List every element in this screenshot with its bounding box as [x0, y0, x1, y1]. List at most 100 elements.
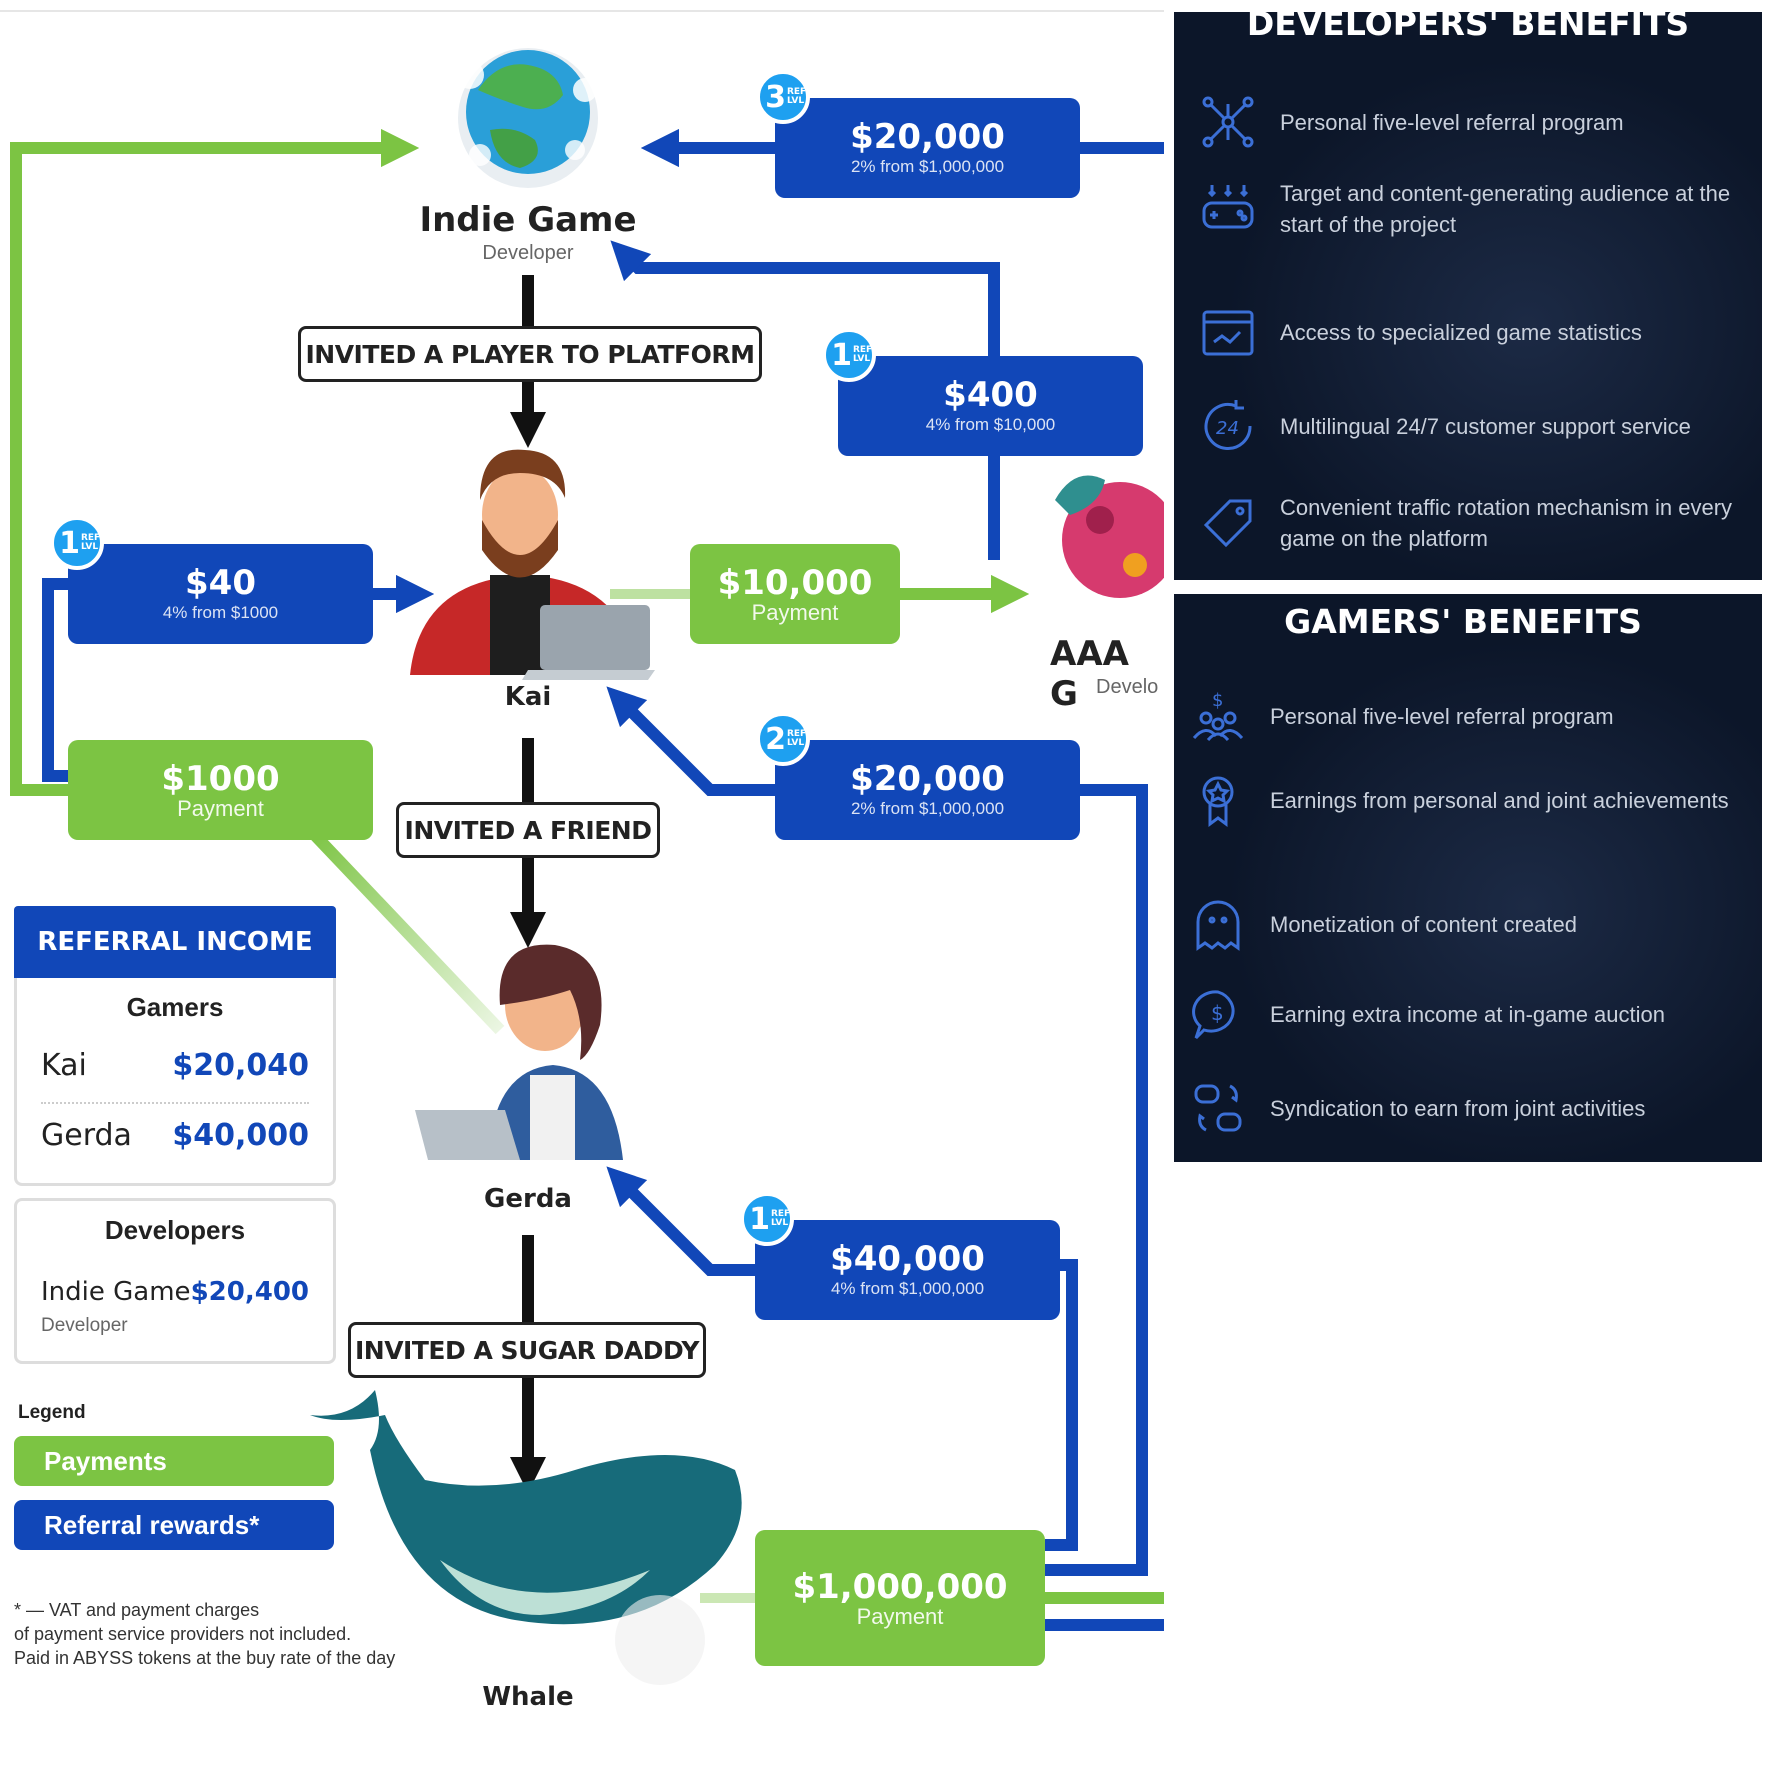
benefit-text: Multilingual 24/7 customer support servi… — [1280, 413, 1691, 439]
reward-level3-box: $20,000 2% from $1,000,000 — [775, 98, 1080, 198]
reward-40000-box: $40,000 4% from $1,000,000 — [755, 1220, 1060, 1320]
level-number: 1 — [831, 337, 852, 373]
benefit-item: Earnings from personal and joint achieve… — [1188, 770, 1748, 830]
income-row: Kai $20,040 — [41, 1048, 309, 1083]
legend-rewards: Referral rewards* — [14, 1500, 334, 1550]
syndication-icon — [1188, 1078, 1248, 1138]
referral-income-title: REFERRAL INCOME — [14, 906, 336, 978]
invite-player-label: INVITED A PLAYER TO PLATFORM — [298, 326, 762, 382]
gamers-income-card: Gamers Kai $20,040 Gerda $40,000 — [14, 978, 336, 1186]
payment-label: Payment — [856, 1604, 944, 1629]
benefit-item: $ Personal five-level referral program — [1188, 686, 1748, 746]
level-number: 3 — [765, 79, 786, 115]
reward-amount: $40 — [185, 563, 256, 603]
kai-illustration — [410, 449, 655, 680]
benefit-text: Earning extra income at in-game auction — [1270, 1001, 1665, 1027]
payment-amount: $10,000 — [717, 563, 873, 603]
whale-illustration — [310, 1390, 742, 1685]
payment-1000-box: $1000 Payment — [68, 740, 373, 840]
content-ghost-icon — [1188, 894, 1248, 954]
support-24-icon: 24 — [1198, 396, 1258, 456]
svg-text:$: $ — [1212, 690, 1223, 711]
reward-note: 4% from $1,000,000 — [830, 1279, 985, 1298]
reward-400-box: $400 4% from $10,000 — [838, 356, 1143, 456]
payment-label: Payment — [751, 600, 839, 625]
benefit-text: Earnings from personal and joint achieve… — [1270, 787, 1729, 813]
level-tag: REF LVL — [852, 345, 873, 364]
svg-text:24: 24 — [1216, 418, 1239, 439]
income-value: $20,040 — [172, 1048, 309, 1083]
footnote-line: * — VAT and payment charges — [14, 1600, 260, 1620]
income-row: Indie Game $20,400 — [41, 1277, 309, 1307]
top-rule — [0, 10, 1164, 12]
level-tag: REF LVL — [786, 87, 807, 106]
blue-line-2-right — [1045, 784, 1148, 1576]
reward-note: 2% from $1,000,000 — [850, 157, 1005, 176]
payment-1000000-box: $1,000,000 Payment — [755, 1530, 1045, 1666]
svg-text:$: $ — [1211, 1001, 1224, 1025]
tag-icon — [1198, 493, 1258, 553]
benefit-item: Access to specialized game statistics — [1198, 302, 1748, 362]
globe-illustration — [456, 48, 598, 188]
developers-benefits-panel: DEVELOPERS' BENEFITS Personal five-level… — [1174, 12, 1762, 580]
invite-sugar-label: INVITED A SUGAR DADDY — [348, 1322, 706, 1378]
reward-note: 4% from $10,000 — [925, 415, 1056, 434]
aaa-game-role: Develo — [1096, 676, 1159, 698]
group-dollar-icon: $ — [1188, 686, 1248, 746]
gamepad-target-icon — [1198, 179, 1258, 239]
network-icon — [1198, 92, 1258, 152]
reward-amount: $20,000 — [850, 117, 1005, 157]
indie-game-role: Developer — [482, 242, 574, 264]
level-number: 1 — [59, 525, 80, 561]
benefit-item: Monetization of content created — [1188, 894, 1748, 954]
aaa-game-name: AAA G — [1050, 634, 1129, 714]
gamers-benefits-title: GAMERS' BENEFITS — [1284, 602, 1642, 641]
whale-name: Whale — [482, 1682, 574, 1712]
benefit-text: Target and content-generating audience a… — [1280, 181, 1731, 237]
benefit-item: 24 Multilingual 24/7 customer support se… — [1198, 396, 1748, 456]
gerda-illustration — [415, 944, 623, 1160]
footnote-line: Paid in ABYSS tokens at the buy rate of … — [14, 1648, 396, 1668]
footnote-line: of payment service providers not include… — [14, 1624, 352, 1644]
level-number: 2 — [765, 721, 786, 757]
benefit-text: Personal five-level referral program — [1270, 703, 1614, 729]
blue-line-40k-right — [1045, 1259, 1078, 1551]
income-row: Gerda $40,000 — [41, 1118, 309, 1153]
auction-dollar-icon: $ — [1188, 984, 1248, 1044]
income-value: $20,400 — [190, 1277, 309, 1307]
kai-name: Kai — [504, 682, 552, 712]
benefit-text: Syndication to earn from joint activitie… — [1270, 1095, 1646, 1121]
reward-amount: $20,000 — [850, 759, 1005, 799]
benefit-item: Convenient traffic rotation mechanism in… — [1198, 492, 1748, 554]
payment-10000-box: $10,000 Payment — [690, 544, 900, 644]
level-tag: REF LVL — [80, 533, 101, 552]
benefit-text: Convenient traffic rotation mechanism in… — [1280, 495, 1733, 551]
income-role: Developer — [41, 1315, 128, 1336]
gamers-benefits-panel: GAMERS' BENEFITS $ Personal five-level r… — [1174, 594, 1762, 1162]
reward-amount: $40,000 — [830, 1239, 985, 1279]
level-number: 1 — [749, 1201, 770, 1237]
level-tag: REF LVL — [786, 729, 807, 748]
statistics-icon — [1198, 302, 1258, 362]
invite-friend-label: INVITED A FRIEND — [396, 802, 660, 858]
blue-line-2-to-kai — [606, 686, 775, 796]
reward-level2-box: $20,000 2% from $1,000,000 — [775, 740, 1080, 840]
green-line-1000-to-indie — [10, 128, 420, 796]
indie-game-name: Indie Game — [419, 200, 637, 240]
income-value: $40,000 — [172, 1118, 309, 1153]
flow-diagram — [10, 48, 1164, 1685]
benefit-item: Target and content-generating audience a… — [1198, 178, 1748, 240]
medal-icon — [1188, 770, 1248, 830]
reward-amount: $400 — [943, 375, 1038, 415]
benefit-item: Syndication to earn from joint activitie… — [1188, 1078, 1748, 1138]
payment-amount: $1,000,000 — [792, 1567, 1008, 1607]
developers-benefits-title: DEVELOPERS' BENEFITS — [1246, 12, 1690, 43]
level-tag: REF LVL — [770, 1209, 791, 1228]
payment-label: Payment — [177, 796, 264, 821]
green-line-1000-to-gerda — [305, 825, 505, 1035]
benefit-item: Personal five-level referral program — [1198, 92, 1748, 152]
planet-illustration — [1055, 475, 1164, 598]
